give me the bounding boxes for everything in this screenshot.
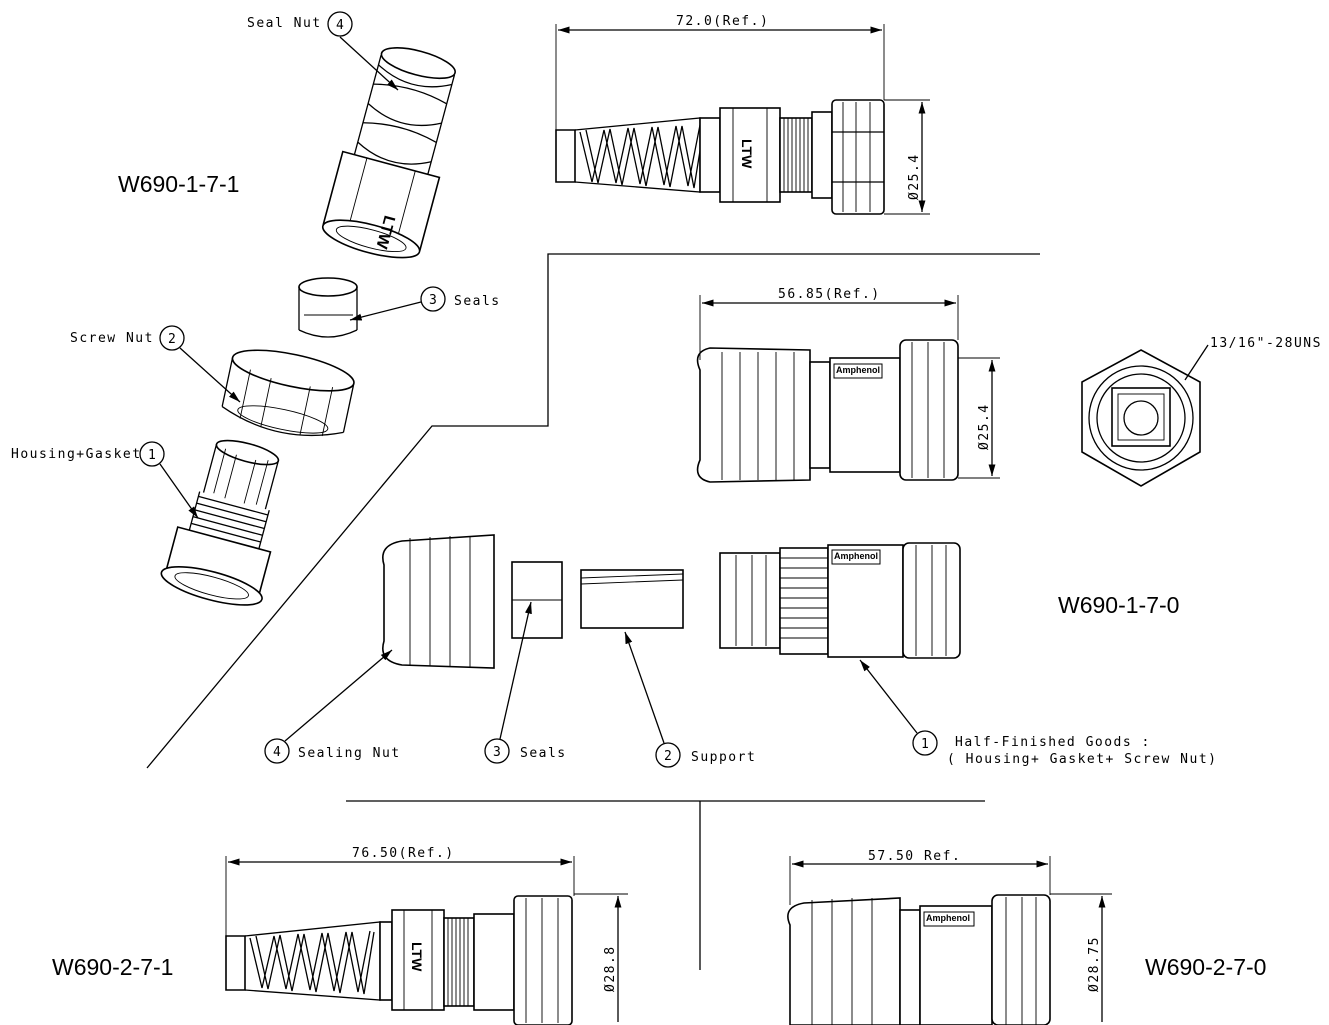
support-number: 2 xyxy=(664,749,673,764)
screw-nut-part xyxy=(221,349,355,437)
callout-screw-nut: Screw Nut 2 xyxy=(70,325,241,403)
screw-nut-number: 2 xyxy=(168,332,177,347)
assembly-w690-2-7-1: LTW 76.50(Ref.) Ø28.8 xyxy=(225,846,628,1025)
callout-seals-2: 3 Seals xyxy=(484,601,567,764)
model-label-w690-2-7-1: W690-2-7-1 xyxy=(52,954,173,980)
ltw-marking-bottom: LTW xyxy=(409,942,425,972)
assembly-w690-1-7-1: LTW 72.0(Ref.) Ø25.4 xyxy=(555,14,930,215)
model-label-w690-2-7-0: W690-2-7-0 xyxy=(1145,954,1266,980)
dimension-57-50-ref: 57.50 Ref. xyxy=(868,849,961,864)
half-finished-line1: Half-Finished Goods : xyxy=(955,735,1151,750)
section-dividers xyxy=(146,253,1040,970)
brand-marking-mid: Amphenol xyxy=(836,365,880,375)
dimension-dia-28-75: Ø28.75 xyxy=(1087,936,1102,992)
seals-label-2: Seals xyxy=(520,746,567,761)
half-finished-line2: ( Housing+ Gasket+ Screw Nut) xyxy=(947,752,1217,767)
callout-housing-gasket: Housing+Gasket 1 xyxy=(11,441,199,519)
callout-sealing-nut: 4 Sealing Nut xyxy=(264,649,401,764)
dimension-dia-25-4-mid: Ø25.4 xyxy=(977,403,992,450)
sealing-nut-label: Sealing Nut xyxy=(298,746,401,761)
support-label: Support xyxy=(691,750,756,765)
assembly-w690-2-7-0: Amphenol 57.50 Ref. Ø28.75 xyxy=(787,849,1112,1025)
seals-label-1: Seals xyxy=(454,294,501,309)
model-label-w690-1-7-0: W690-1-7-0 xyxy=(1058,592,1179,618)
dimension-dia-28-8: Ø28.8 xyxy=(603,945,618,992)
seal-nut-part: LTW xyxy=(321,47,456,259)
screw-nut-label: Screw Nut xyxy=(70,331,154,346)
seals-part xyxy=(298,277,358,338)
ltw-marking-top: LTW xyxy=(739,139,755,169)
callout-seals-1: 3 Seals xyxy=(349,286,501,321)
housing-gasket-label: Housing+Gasket xyxy=(11,447,142,462)
seals-number-2: 3 xyxy=(493,745,502,760)
thread-spec-label: 13/16"-28UNS xyxy=(1210,336,1322,351)
housing-gasket-number: 1 xyxy=(148,448,157,463)
brand-marking-exploded: Amphenol xyxy=(834,551,878,561)
model-label-w690-1-7-1: W690-1-7-1 xyxy=(118,171,239,197)
seal-nut-label: Seal Nut xyxy=(247,16,322,31)
half-finished-number: 1 xyxy=(921,737,930,752)
exploded-view-2: Amphenol 4 Sealing Nut 3 Seals 2 Support… xyxy=(264,534,1217,768)
seals-number-1: 3 xyxy=(429,293,438,308)
assembly-w690-1-7-0: Amphenol 56.85(Ref.) Ø25.4 xyxy=(696,287,1000,483)
callout-seal-nut: Seal Nut 4 xyxy=(247,11,399,91)
housing-gasket-part xyxy=(160,439,280,606)
seal-nut-number: 4 xyxy=(336,18,345,33)
end-view-hex: 13/16"-28UNS xyxy=(1081,336,1322,487)
dimension-dia-25-4-top: Ø25.4 xyxy=(907,153,922,200)
dimension-76-50-ref: 76.50(Ref.) xyxy=(352,846,455,861)
callout-support: 2 Support xyxy=(624,631,756,768)
dimension-56-85-ref: 56.85(Ref.) xyxy=(778,287,881,302)
sealing-nut-number: 4 xyxy=(273,745,282,760)
callout-half-finished: 1 Half-Finished Goods : ( Housing+ Gaske… xyxy=(859,659,1217,767)
brand-marking-bottom: Amphenol xyxy=(926,913,970,923)
dimension-72-ref: 72.0(Ref.) xyxy=(676,14,769,29)
exploded-view-1: LTW xyxy=(11,11,501,606)
